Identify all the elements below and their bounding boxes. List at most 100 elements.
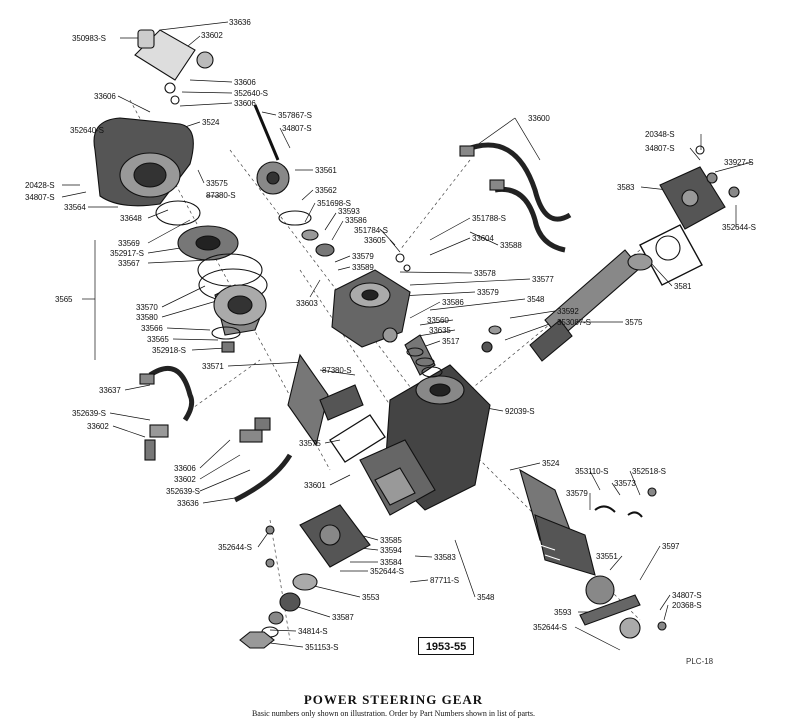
part-label: 33589 <box>352 263 374 272</box>
part-label: 33648 <box>120 214 142 223</box>
part-label: 353110-S <box>575 467 609 476</box>
part-label: 33588 <box>500 241 522 250</box>
part-label: 87711-S <box>430 576 459 585</box>
caption: Basic numbers only shown on illustration… <box>251 709 536 718</box>
part-label: 33584 <box>380 558 402 567</box>
part-label: 352918-S <box>152 346 186 355</box>
part-label: 33564 <box>64 203 86 212</box>
part-label: 33604 <box>472 234 494 243</box>
part-label: 352639-S <box>166 487 200 496</box>
part-label: 33575 <box>299 439 321 448</box>
part-label: 33601 <box>304 481 326 490</box>
part-label: 87380-S <box>206 191 236 200</box>
page-title: POWER STEERING GEAR <box>303 692 484 707</box>
part-label: 33587 <box>332 613 354 622</box>
part-label: 20428-S <box>25 181 55 190</box>
part-label: 33571 <box>202 362 224 371</box>
part-label: 33567 <box>118 259 140 268</box>
part-label: 20348-S <box>645 130 675 139</box>
part-label: 87380-S <box>322 366 352 375</box>
part-label: 352917-S <box>110 249 144 258</box>
part-label: 3524 <box>202 118 220 127</box>
part-label: 3593 <box>554 608 572 617</box>
part-label: 352644-S <box>533 623 567 632</box>
part-label: 34807-S <box>645 144 675 153</box>
part-label: 3565 <box>55 295 73 304</box>
part-label: 33569 <box>118 239 140 248</box>
part-label: 33579 <box>352 252 374 261</box>
part-label: 3553 <box>362 593 380 602</box>
part-label: 33579 <box>566 489 588 498</box>
part-label: 3575 <box>625 318 643 327</box>
part-label: 33586 <box>442 298 464 307</box>
part-label: 3583 <box>617 183 635 192</box>
part-label: 33637 <box>99 386 121 395</box>
part-label: 351153-S <box>305 643 339 652</box>
part-label: 33635 <box>429 326 451 335</box>
part-label: 33594 <box>380 546 402 555</box>
part-label: 352640-S <box>234 89 268 98</box>
part-label: 33606 <box>234 78 256 87</box>
part-label: 33600 <box>528 114 550 123</box>
part-label: 33636 <box>229 18 251 27</box>
part-label: 357867-S <box>278 111 312 120</box>
part-label: 352518-S <box>632 467 666 476</box>
part-label: 352644-S <box>722 223 756 232</box>
part-label: 33605 <box>364 236 386 245</box>
part-artwork <box>93 29 740 649</box>
part-label: 33606 <box>234 99 256 108</box>
part-label: 34807-S <box>282 124 312 133</box>
part-label: 34807-S <box>25 193 55 202</box>
part-label: 34814-S <box>298 627 328 636</box>
year-range-box: 1953-55 <box>418 637 474 655</box>
part-label: 352639-S <box>72 409 106 418</box>
part-label: 352644-S <box>218 543 252 552</box>
part-label: 33603 <box>296 299 318 308</box>
part-label: 353087-S <box>557 318 591 327</box>
part-label: 3597 <box>662 542 680 551</box>
plate-id: PLC-18 <box>686 657 714 666</box>
part-label: 33565 <box>147 335 169 344</box>
part-label: 33575 <box>206 179 228 188</box>
part-label: 33593 <box>338 207 360 216</box>
part-label: 33561 <box>315 166 337 175</box>
part-label: 33583 <box>434 553 456 562</box>
part-label: 33573 <box>614 479 636 488</box>
part-label: 34807-S <box>672 591 702 600</box>
part-label: 3517 <box>442 337 460 346</box>
part-label: 33570 <box>136 303 158 312</box>
part-label: 350983-S <box>72 34 106 43</box>
part-label: 3581 <box>674 282 692 291</box>
part-label: 33579 <box>477 288 499 297</box>
part-label: 352644-S <box>370 567 404 576</box>
part-label: 33606 <box>174 464 196 473</box>
part-label: 33551 <box>596 552 618 561</box>
part-label: 33602 <box>87 422 109 431</box>
part-label: 33560 <box>427 316 449 325</box>
part-label: 3548 <box>527 295 545 304</box>
part-label: 352640-S <box>70 126 104 135</box>
part-label: 92039-S <box>505 407 535 416</box>
part-label: 3524 <box>542 459 560 468</box>
part-label: 20368-S <box>672 601 702 610</box>
part-label: 351698-S <box>317 199 351 208</box>
part-label: 3548 <box>477 593 495 602</box>
part-label: 33586 <box>345 216 367 225</box>
part-label: 351788-S <box>472 214 506 223</box>
part-label: 33602 <box>174 475 196 484</box>
part-label: 33585 <box>380 536 402 545</box>
part-label: 33580 <box>136 313 158 322</box>
part-label: 33636 <box>177 499 199 508</box>
part-label: 33577 <box>532 275 554 284</box>
leader-lines <box>61 21 753 651</box>
part-label: 33566 <box>141 324 163 333</box>
part-label: 351784-S <box>354 226 388 235</box>
part-label: 33592 <box>557 307 579 316</box>
part-label: 33602 <box>201 31 223 40</box>
part-label: 33562 <box>315 186 337 195</box>
part-label: 33578 <box>474 269 496 278</box>
part-label: 33927-S <box>724 158 754 167</box>
part-label: 33606 <box>94 92 116 101</box>
